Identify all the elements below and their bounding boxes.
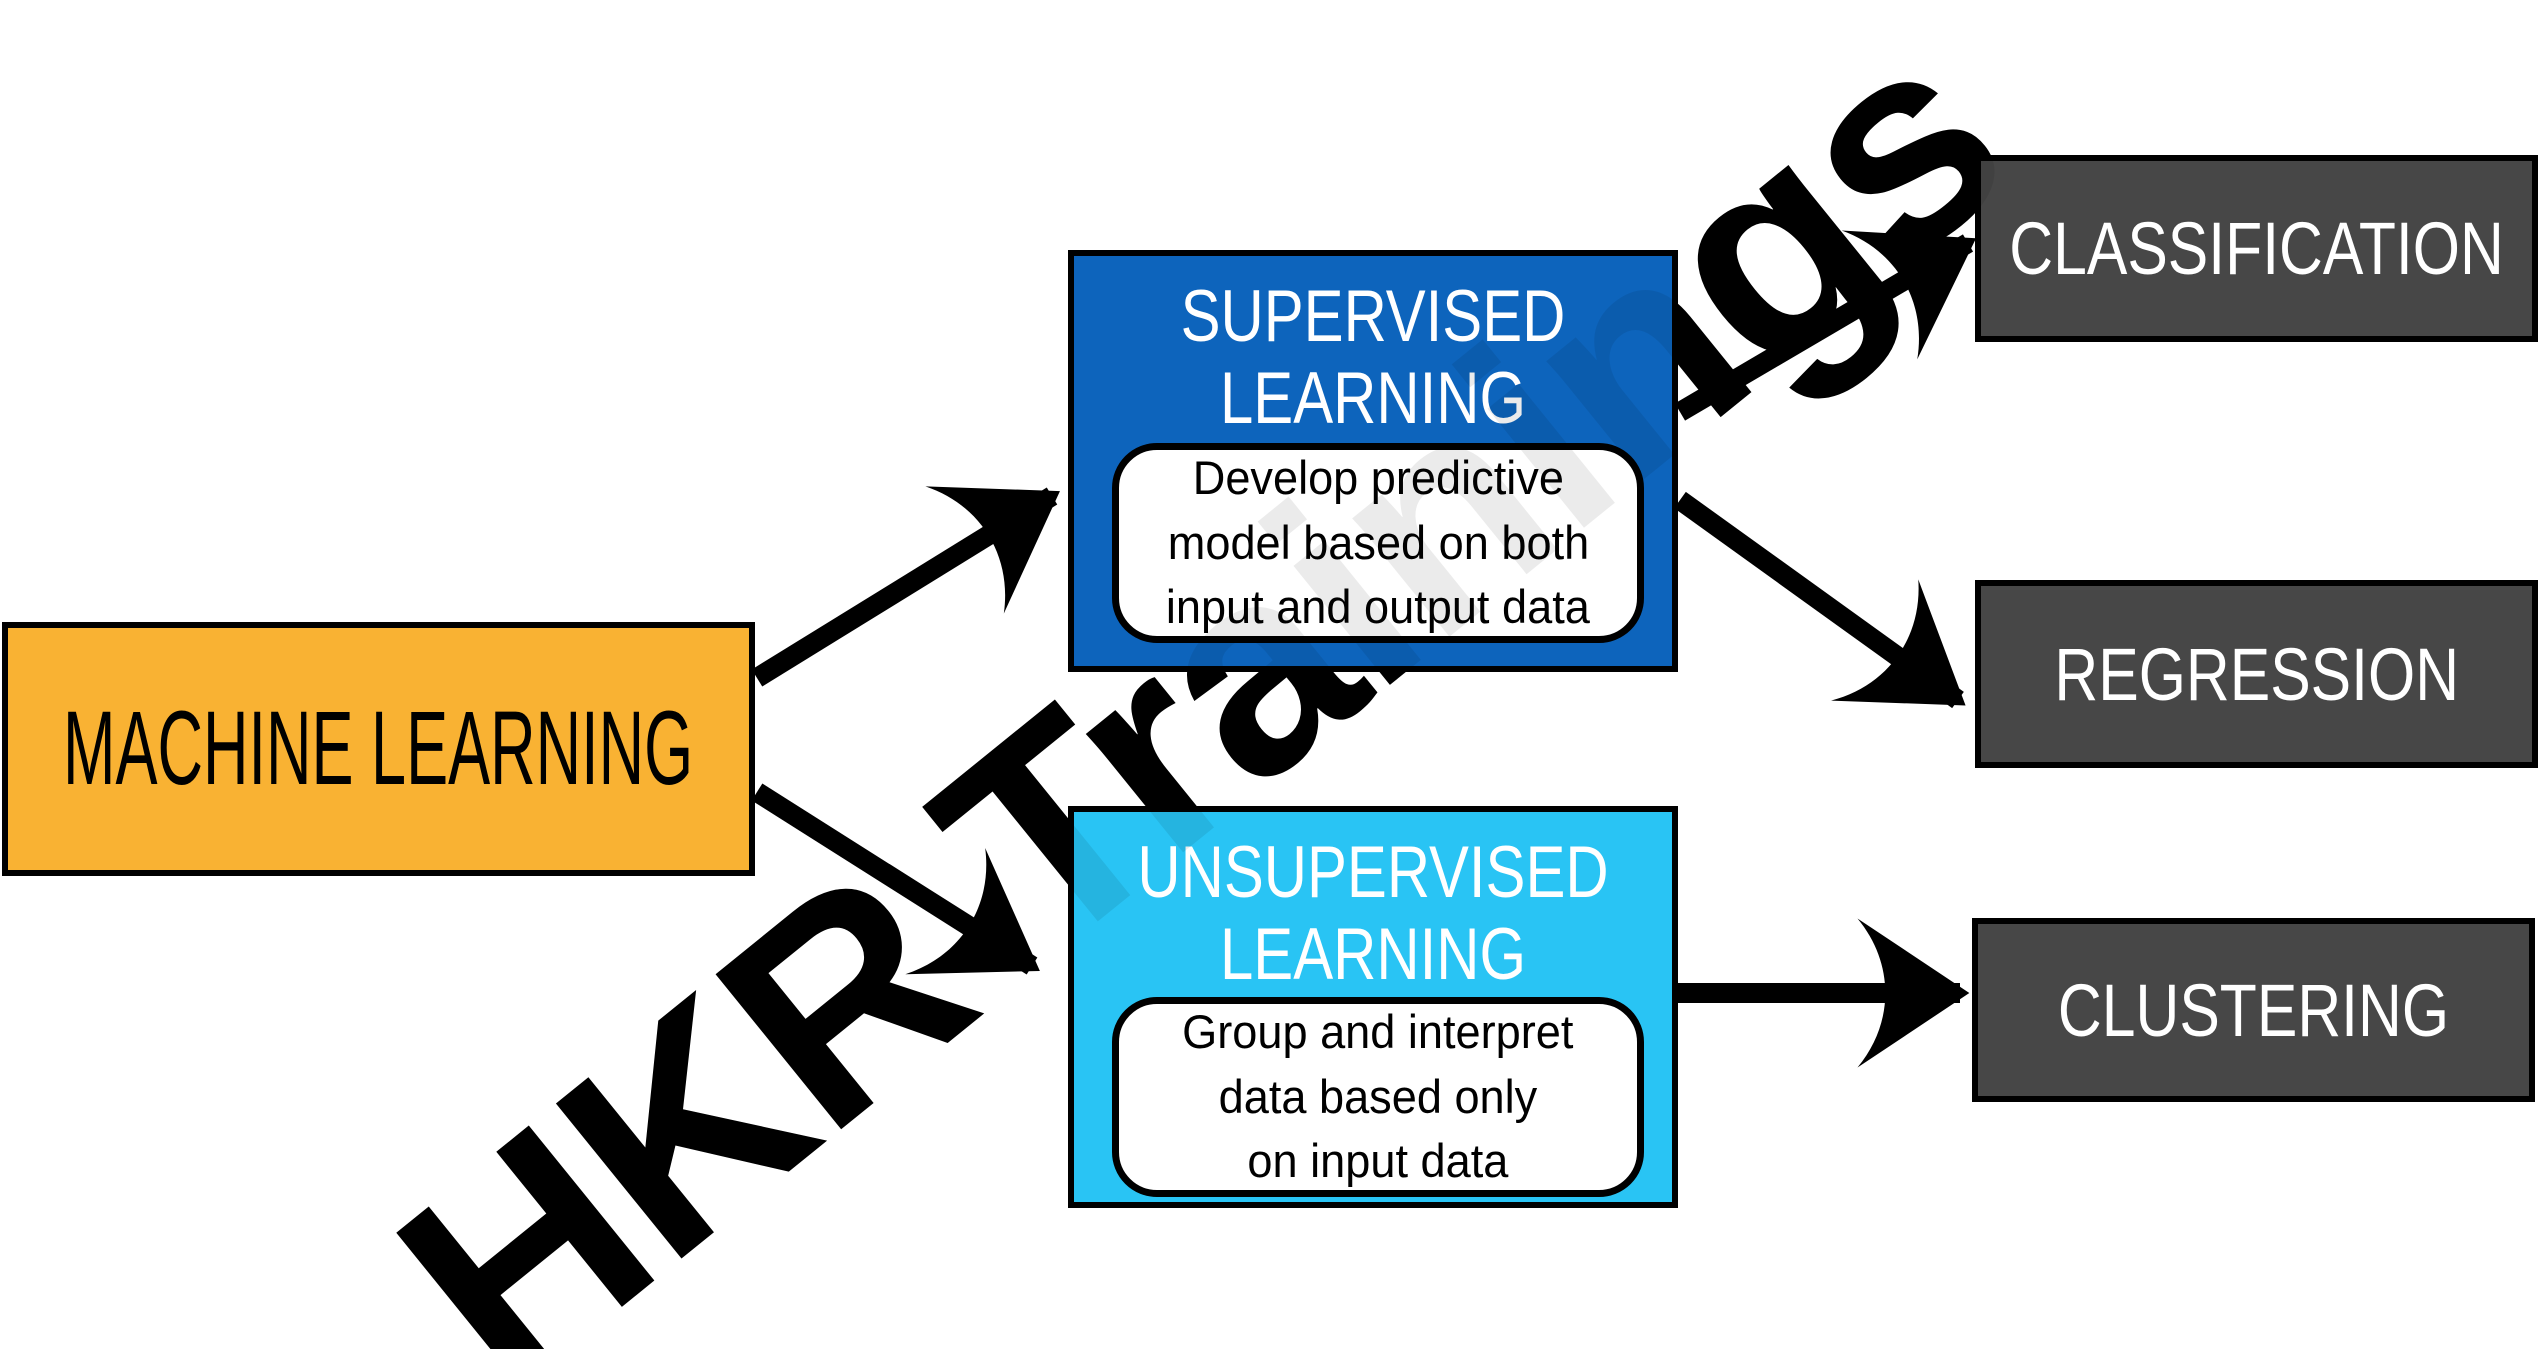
clustering-label: CLUSTERING — [2057, 968, 2450, 1052]
unsupervised-description-box: Group and interpret data based only on i… — [1112, 997, 1644, 1197]
unsupervised-title: UNSUPERVISED LEARNING — [1128, 832, 1618, 996]
unsupervised-title-line1: UNSUPERVISED — [1137, 832, 1609, 913]
unsupervised-description-line1: Group and interpret — [1182, 1004, 1574, 1058]
edge-machine-learning-supervised-arrow — [751, 486, 1060, 687]
node-clustering: CLUSTERING — [1972, 918, 2535, 1102]
classification-label: CLASSIFICATION — [2009, 207, 2504, 290]
supervised-description-box: Develop predictive model based on both i… — [1112, 443, 1644, 643]
edge-machine-learning-unsupervised-arrow — [751, 783, 1040, 975]
edge-supervised-classification-arrow — [1674, 230, 1977, 421]
node-classification: CLASSIFICATION — [1975, 155, 2538, 342]
unsupervised-description-line3: on input data — [1247, 1134, 1509, 1188]
machine-learning-label: MACHINE LEARNING — [63, 690, 694, 807]
supervised-title-line1: SUPERVISED — [1180, 276, 1566, 357]
regression-label: REGRESSION — [2054, 632, 2459, 716]
unsupervised-title-line2: LEARNING — [1219, 913, 1527, 995]
edge-supervised-regression-arrow — [1674, 491, 1966, 709]
node-unsupervised-learning: UNSUPERVISED LEARNING Group and interpre… — [1068, 806, 1678, 1208]
node-machine-learning: MACHINE LEARNING — [2, 622, 755, 876]
node-supervised-learning: SUPERVISED LEARNING Develop predictive m… — [1068, 250, 1678, 672]
supervised-description-line3: input and output data — [1165, 580, 1590, 634]
supervised-description-line1: Develop predictive — [1192, 450, 1564, 504]
unsupervised-description-line2: data based only — [1218, 1069, 1538, 1123]
supervised-title-line2: LEARNING — [1219, 357, 1527, 439]
node-regression: REGRESSION — [1975, 580, 2538, 768]
supervised-title: SUPERVISED LEARNING — [1128, 276, 1618, 440]
supervised-description-line2: model based on both — [1167, 515, 1589, 569]
